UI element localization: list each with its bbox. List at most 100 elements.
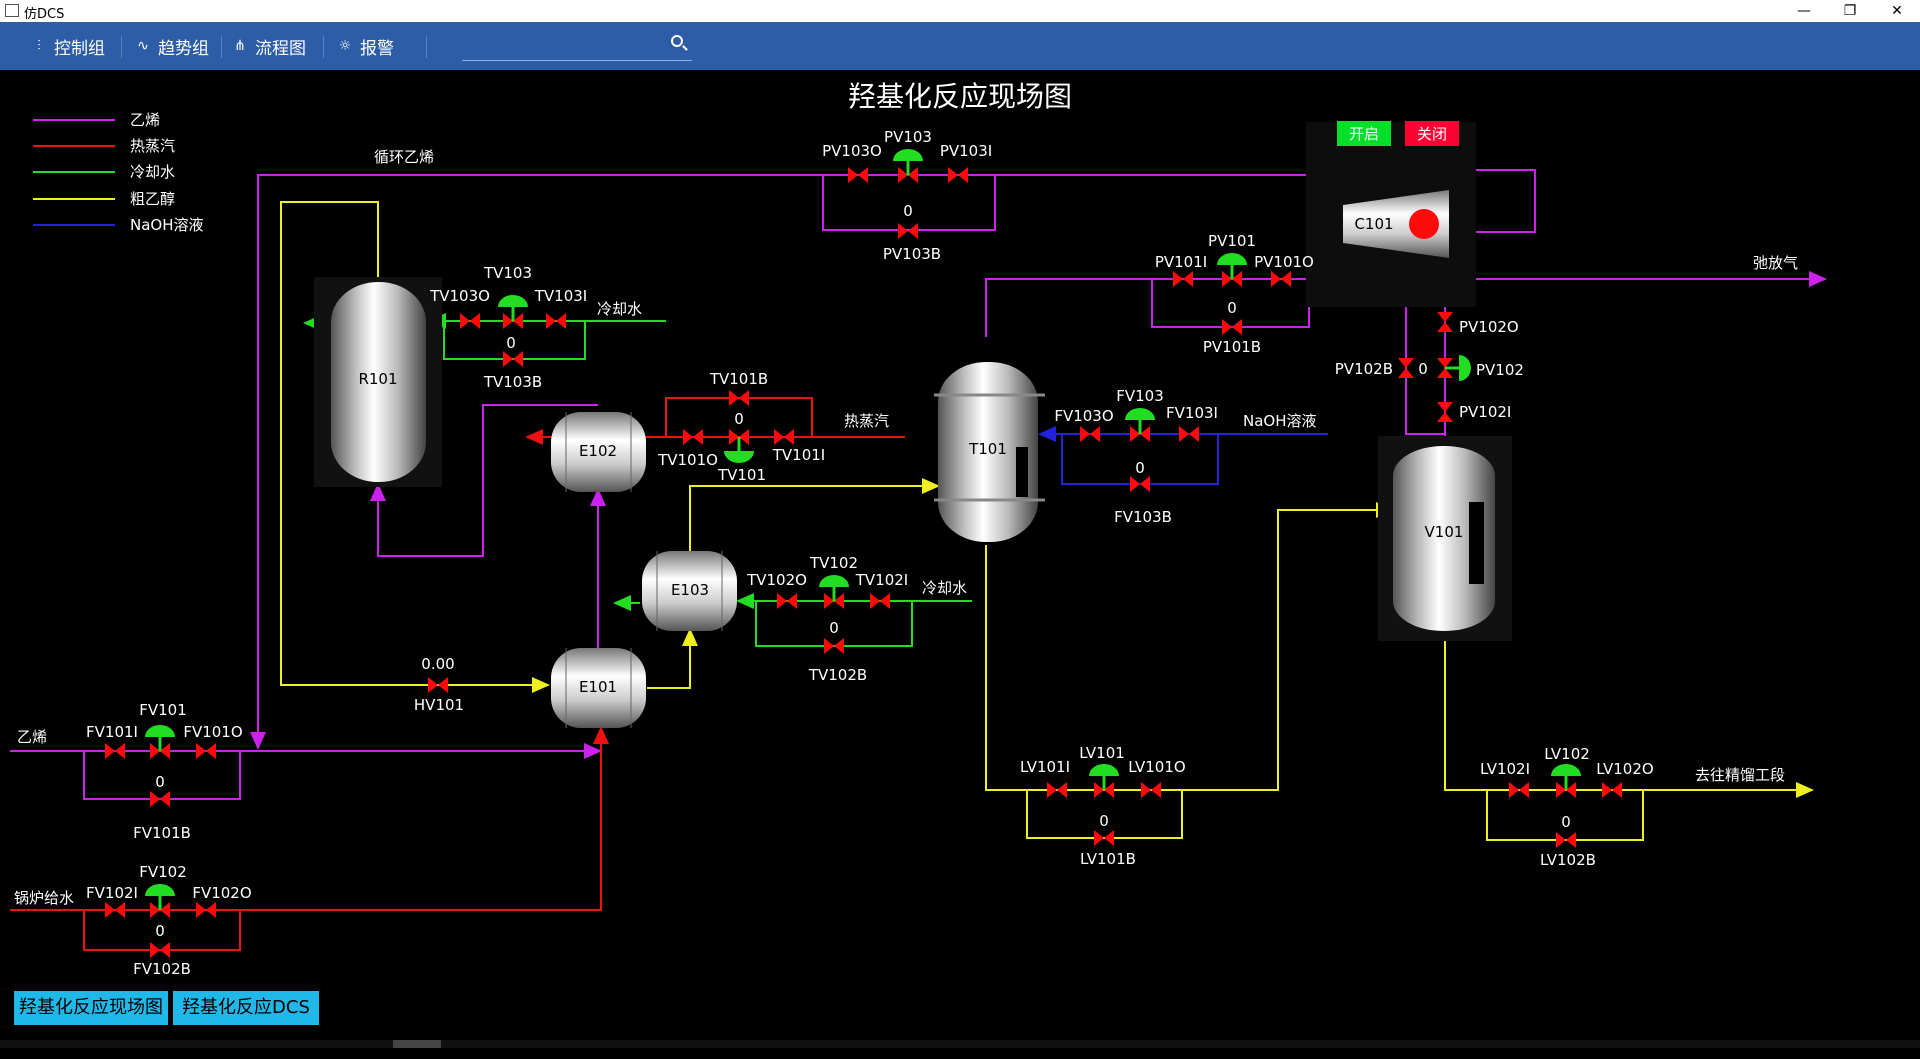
fv101-actuator-icon[interactable] [145, 725, 175, 751]
fv102b-bypass-valve[interactable] [150, 942, 170, 958]
lv101-actuator-icon[interactable] [1089, 764, 1119, 790]
toolbar-trend-group[interactable]: ∿ 趋势组 [134, 35, 209, 59]
minimize-button[interactable]: — [1797, 3, 1811, 19]
e101-exchanger[interactable] [551, 648, 646, 728]
pv101-tag: 0 [1227, 299, 1237, 317]
tv103b-bypass-valve[interactable] [503, 351, 523, 367]
flowchart-icon: ⋔ [234, 38, 246, 54]
start-button[interactable] [1337, 121, 1391, 146]
toolbar-alarm[interactable]: ☼ 报警 [336, 35, 394, 59]
fv103-inlet-valve[interactable] [1080, 426, 1100, 442]
fv102-tag: FV102 [139, 863, 187, 881]
r101-vessel[interactable] [331, 282, 426, 482]
nav-field-view-button[interactable]: 羟基化反应现场图 [14, 991, 168, 1025]
fv103-outlet-valve[interactable] [1179, 426, 1199, 442]
process-diagram: 羟基化反应现场图 乙烯 热蒸汽 冷却水 粗乙醇 NaOH溶液 [10, 80, 1827, 978]
pv103-tag: PV103I [940, 142, 992, 160]
tv101-outlet-valve[interactable] [774, 429, 794, 445]
lv102b-bypass-valve[interactable] [1556, 832, 1576, 848]
tv101b-bypass-valve[interactable] [729, 390, 749, 406]
pv102b-bypass-valve[interactable] [1398, 358, 1414, 378]
restore-button[interactable]: ❐ [1843, 3, 1857, 19]
legend-label: 乙烯 [130, 111, 160, 129]
tv103-outlet-valve[interactable] [546, 313, 566, 329]
c101-compressor[interactable] [1343, 190, 1449, 258]
pv101-outlet-valve[interactable] [1271, 271, 1291, 287]
tv103-tag: TV103B [483, 373, 542, 391]
pipe-e101-e103 [647, 628, 698, 689]
pv102b-tag: PV102B [1335, 360, 1393, 378]
e102-label: E102 [579, 442, 617, 460]
pv102i-valve[interactable] [1437, 402, 1453, 422]
pv102o-tag: PV102O [1459, 318, 1519, 336]
fv101-tag: FV101O [183, 723, 242, 741]
t101-tower[interactable] [938, 362, 1038, 542]
stop-button[interactable] [1405, 121, 1459, 146]
r101-label: R101 [358, 370, 397, 388]
fv102-outlet-valve[interactable] [196, 902, 216, 918]
lv102-inlet-valve[interactable] [1509, 782, 1529, 798]
pv103-outlet-valve[interactable] [948, 167, 968, 183]
tv103-actuator-icon[interactable] [498, 295, 528, 321]
pv101-actuator-icon[interactable] [1217, 253, 1247, 279]
tv101-inlet-valve[interactable] [683, 429, 703, 445]
tv102-outlet-valve[interactable] [870, 593, 890, 609]
pv102o-valve[interactable] [1437, 312, 1453, 332]
toolbar-divider [221, 36, 222, 58]
pv102-control-valve[interactable] [1437, 358, 1453, 378]
tv102b-bypass-valve[interactable] [824, 638, 844, 654]
v101-vessel[interactable] [1393, 446, 1495, 631]
toolbar-divider [426, 36, 427, 58]
pv101-tag: PV101O [1254, 253, 1314, 271]
hv101-valve[interactable] [428, 677, 448, 693]
pv101b-bypass-valve[interactable] [1222, 319, 1242, 335]
lv102-outlet-valve[interactable] [1602, 782, 1622, 798]
tv103-tag: TV103 [483, 264, 532, 282]
toolbar-flowchart[interactable]: ⋔ 流程图 [231, 35, 306, 59]
search-icon[interactable] [671, 35, 683, 47]
fv101-inlet-valve[interactable] [105, 743, 125, 759]
pipe-pv103-bypass [822, 175, 996, 231]
pv103b-bypass-valve[interactable] [898, 223, 918, 239]
tv102-actuator-icon[interactable] [819, 575, 849, 601]
fv102-inlet-valve[interactable] [105, 902, 125, 918]
lv101-inlet-valve[interactable] [1047, 782, 1067, 798]
fv102-actuator-icon[interactable] [145, 884, 175, 910]
tv103-inlet-valve[interactable] [460, 313, 480, 329]
horizontal-scrollbar[interactable] [393, 1040, 441, 1048]
fv103-actuator-icon[interactable] [1125, 408, 1155, 434]
toolbar-control-group[interactable]: ⫶ 控制组 [30, 35, 105, 59]
pipe-boiler-water [10, 726, 609, 911]
lv101-tag: LV101O [1128, 758, 1185, 776]
tv101-actuator-icon[interactable] [724, 437, 754, 463]
lv101-tag: LV101B [1080, 850, 1136, 868]
lv101-outlet-valve[interactable] [1141, 782, 1161, 798]
pv103-actuator-icon[interactable] [893, 149, 923, 175]
e103-exchanger[interactable] [642, 551, 737, 631]
toolbar-label: 报警 [360, 38, 394, 59]
tv102-tag: TV102O [746, 571, 807, 589]
fv103b-bypass-valve[interactable] [1130, 476, 1150, 492]
pv101-inlet-valve[interactable] [1173, 271, 1193, 287]
toolbar-divider [121, 36, 122, 58]
fv101b-bypass-valve[interactable] [150, 791, 170, 807]
lv101b-bypass-valve[interactable] [1094, 830, 1114, 846]
stream-label-naoh: NaOH溶液 [1243, 412, 1317, 430]
window-title: 仿DCS [24, 7, 65, 22]
close-button[interactable]: ✕ [1891, 3, 1903, 19]
stream-label-cooling-water: 冷却水 [922, 579, 967, 597]
nav-dcs-view-button[interactable]: 羟基化反应DCS图 [173, 991, 319, 1052]
lv102-actuator-icon[interactable] [1551, 764, 1581, 790]
pv102-value: 0 [1418, 360, 1428, 378]
hv101-tag: HV101 [414, 696, 464, 714]
pv103-inlet-valve[interactable] [848, 167, 868, 183]
lv101-tag: LV101I [1020, 758, 1070, 776]
e101-label: E101 [579, 678, 617, 696]
fv103-tag: FV103B [1114, 508, 1172, 526]
fv101-outlet-valve[interactable] [196, 743, 216, 759]
pv102-actuator-icon[interactable] [1445, 355, 1471, 381]
tv102-inlet-valve[interactable] [777, 593, 797, 609]
e102-exchanger[interactable] [551, 412, 646, 492]
search-input[interactable] [462, 36, 692, 61]
legend-label: NaOH溶液 [130, 216, 204, 234]
